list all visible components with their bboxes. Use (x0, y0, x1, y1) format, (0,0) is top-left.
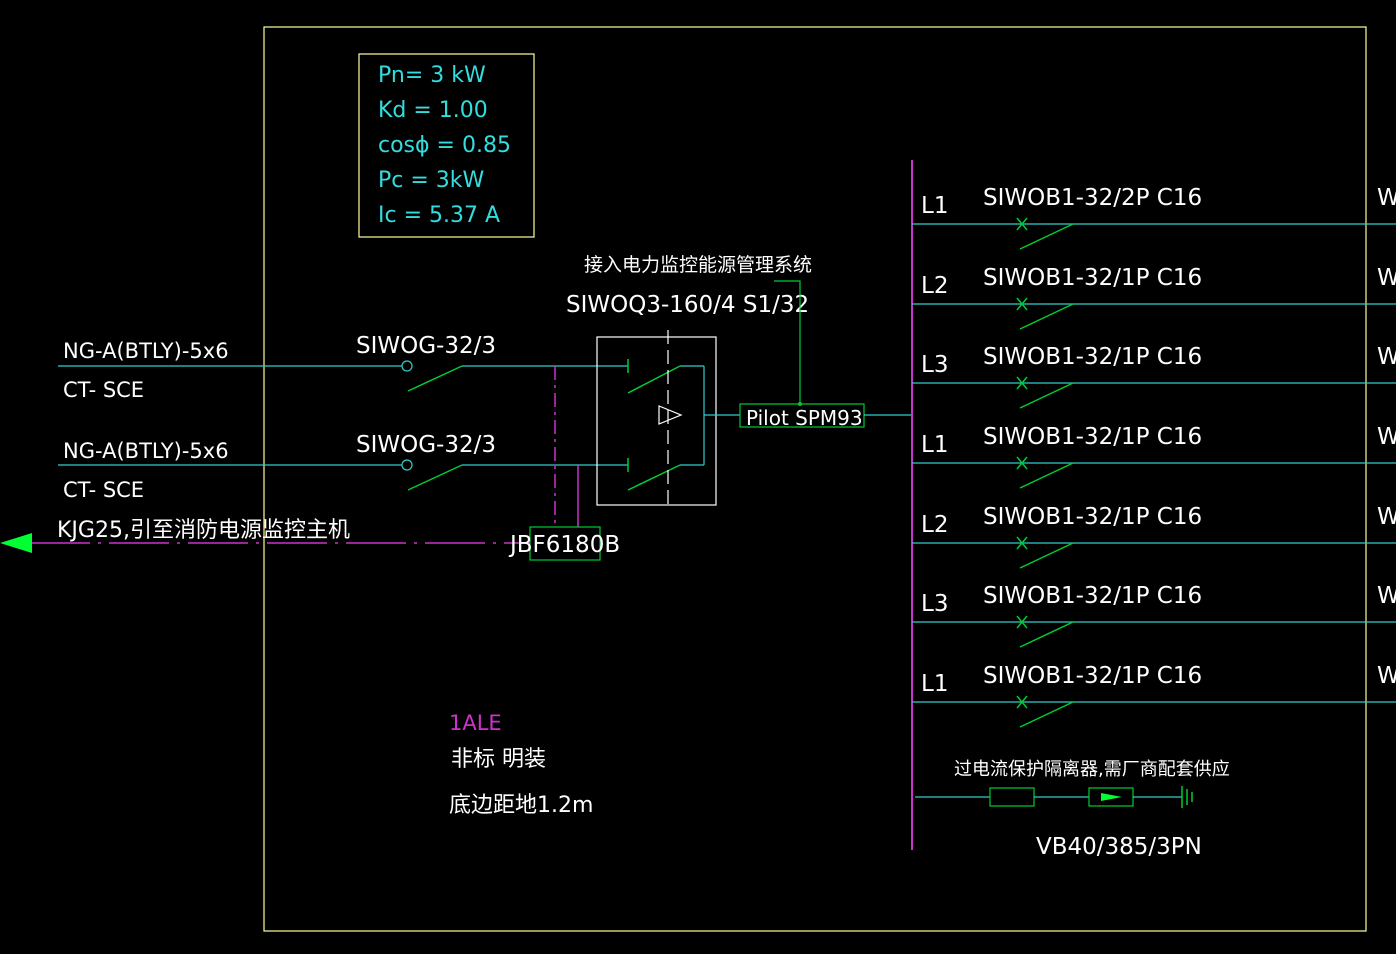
outgoing-circuit-7: L1 SIWOB1-32/1P C16 W (912, 663, 1396, 728)
fire-link-cable: KJG25,引至消防电源监控主机 (57, 518, 350, 543)
breaker-label: SIWOB1-32/1P C16 (983, 504, 1202, 530)
panel-install: 非标 明装 (451, 747, 546, 772)
panel-frame (263, 26, 1367, 932)
arrow-left-icon (0, 533, 32, 553)
meter-label: Pilot SPM93 (746, 406, 863, 430)
outgoing-circuit-5: L2 SIWOB1-32/1P C16 W (912, 504, 1396, 569)
phase-label: L2 (921, 273, 948, 299)
breaker-label: SIWOB1-32/1P C16 (983, 583, 1202, 609)
spd-note: 过电流保护隔离器,需厂商配套供应 (954, 759, 1230, 780)
incoming-feeder-2: NG-A(BTLY)-5x6 CT- SCE SIWOG-32/3 (58, 432, 628, 502)
param-pc: Pc = 3kW (378, 168, 485, 193)
meter: Pilot SPM93 (739, 403, 912, 430)
outgoing-circuit-6: L3 SIWOB1-32/1P C16 W (912, 583, 1396, 648)
param-pn: Pn= 3 kW (378, 63, 486, 88)
breaker-label: SIWOB1-32/1P C16 (983, 265, 1202, 291)
surge-protector-branch: 过电流保护隔离器,需厂商配套供应 VB40/385/3PN (915, 759, 1230, 860)
breaker-label: SIWOB1-32/1P C16 (983, 424, 1202, 450)
param-ic: Ic = 5.37 A (378, 203, 500, 228)
monitor-line (774, 280, 801, 404)
circuit-tag: W (1377, 185, 1396, 211)
fire-monitor-link: JBF6180B KJG25,引至消防电源监控主机 (0, 366, 620, 561)
panel-code: 1ALE (449, 711, 502, 735)
outgoing-circuit-4: L1 SIWOB1-32/1P C16 W (912, 424, 1396, 489)
parameter-box: Pn= 3 kW Kd = 1.00 cosϕ = 0.85 Pc = 3kW … (358, 53, 535, 238)
ground-icon (1181, 786, 1193, 808)
circuit-tag: W (1377, 424, 1396, 450)
breaker-label: SIWOB1-32/1P C16 (983, 344, 1202, 370)
param-kd: Kd = 1.00 (378, 98, 488, 123)
spd-model: VB40/385/3PN (1036, 834, 1202, 860)
fire-module-label: JBF6180B (508, 532, 620, 558)
breaker-label: SIWOB1-32/2P C16 (983, 185, 1202, 211)
incoming-feeder-1: NG-A(BTLY)-5x6 CT- SCE SIWOG-32/3 (58, 333, 628, 402)
ats-note: 接入电力监控能源管理系统 (584, 254, 812, 276)
phase-label: L2 (921, 512, 948, 538)
phase-label: L1 (921, 193, 948, 219)
ats-triangle-icon (658, 405, 683, 425)
incoming-conduit-2: CT- SCE (63, 478, 144, 502)
breaker-label: SIWOB1-32/1P C16 (983, 663, 1202, 689)
fire-module-box (529, 526, 601, 561)
circuit-tag: W (1377, 504, 1396, 530)
fuse-icon (989, 787, 1035, 807)
incoming-breaker-2: SIWOG-32/3 (356, 432, 496, 458)
incoming-breaker-1: SIWOG-32/3 (356, 333, 496, 359)
incoming-cable-1: NG-A(BTLY)-5x6 (63, 339, 229, 363)
phase-label: L3 (921, 352, 948, 378)
param-cos: cosϕ = 0.85 (378, 133, 511, 158)
phase-label: L3 (921, 591, 948, 617)
circuit-tag: W (1377, 265, 1396, 291)
phase-label: L1 (921, 671, 948, 697)
incoming-cable-2: NG-A(BTLY)-5x6 (63, 439, 229, 463)
ats-switch: SIWOQ3-160/4 S1/32 接入电力监控能源管理系统 (566, 254, 812, 510)
ats-model: SIWOQ3-160/4 S1/32 (566, 292, 809, 318)
outgoing-circuit-1: L1 SIWOB1-32/2P C16 W (912, 185, 1396, 250)
phase-label: L1 (921, 432, 948, 458)
circuit-tag: W (1377, 663, 1396, 689)
outgoing-circuit-3: L3 SIWOB1-32/1P C16 W (912, 344, 1396, 409)
outgoing-circuit-2: L2 SIWOB1-32/1P C16 W (912, 265, 1396, 330)
incoming-conduit-1: CT- SCE (63, 378, 144, 402)
panel-height: 底边距地1.2m (449, 793, 593, 818)
circuit-tag: W (1377, 344, 1396, 370)
circuit-tag: W (1377, 583, 1396, 609)
